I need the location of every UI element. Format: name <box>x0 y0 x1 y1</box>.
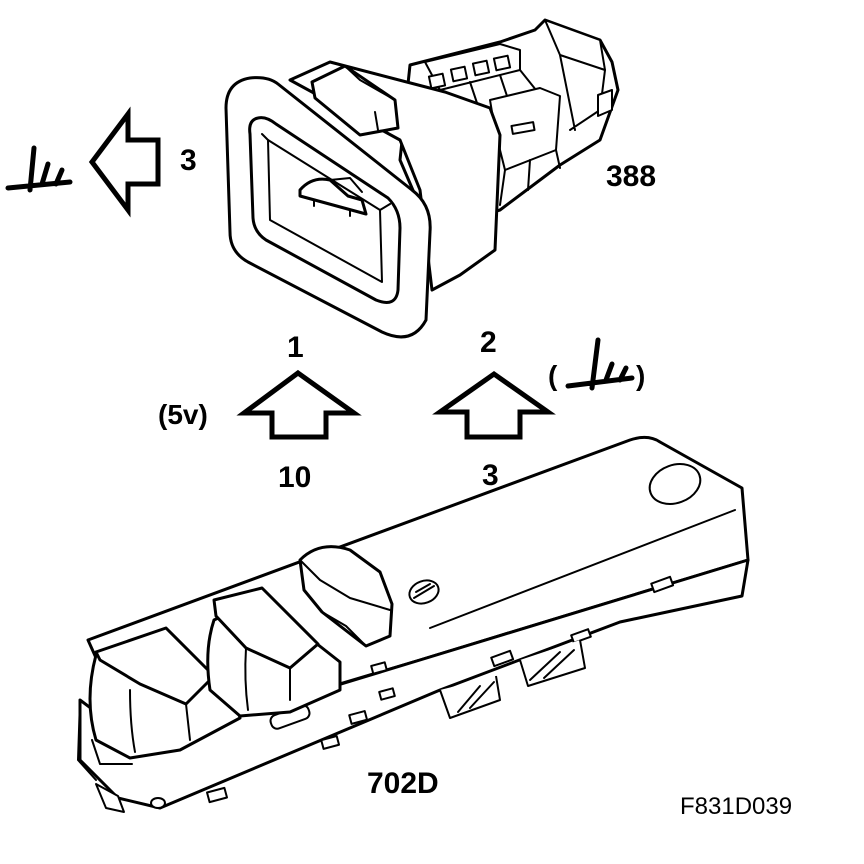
ground-symbol <box>5 145 73 193</box>
figure-id-label: F831D039 <box>680 793 792 820</box>
arrow-up-icon <box>432 370 556 440</box>
arrow-up-icon <box>236 369 362 440</box>
arrow-left-icon <box>88 106 161 218</box>
pin-2-top-label: 2 <box>480 326 497 359</box>
trunk-release-switch <box>224 18 620 339</box>
ground-symbol <box>565 337 635 391</box>
switch-388-code-label: 388 <box>606 160 656 193</box>
pin-1-voltage-label: (5v) <box>158 399 208 430</box>
panel-702d-code-label: 702D <box>367 767 439 800</box>
pin-2-bottom-label: 3 <box>482 459 499 492</box>
trunk-open-icon <box>298 177 368 217</box>
pin-1-bottom-label: 10 <box>278 461 311 494</box>
window-switch-panel <box>77 435 750 813</box>
pin-1-top-label: 1 <box>287 331 304 364</box>
pin-2-ground-open-paren: ( <box>548 360 558 391</box>
pin-2-ground-close-paren: ) <box>636 360 645 391</box>
ground-pin-label: 3 <box>180 144 197 177</box>
